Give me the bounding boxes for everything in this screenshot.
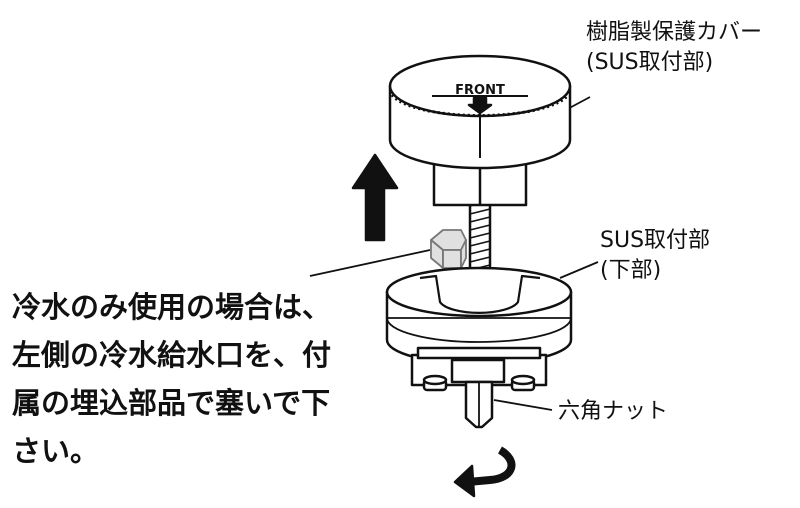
bolt-right — [510, 374, 536, 392]
front-marking: FRONT — [455, 83, 505, 98]
instruction-line-1: 冷水のみ使用の場合は、 — [12, 290, 332, 324]
leader-line-part — [309, 249, 431, 277]
lower-sus-mount — [385, 266, 573, 366]
label-resin-cover-line2: (SUS取付部) — [586, 50, 714, 75]
bolt-left — [422, 374, 448, 392]
leader-line-lower — [559, 261, 599, 279]
leader-line-nut — [493, 399, 553, 411]
resin-protective-cover: FRONT — [388, 54, 572, 207]
embedded-plug-part — [430, 229, 467, 269]
instruction-line-4: さい。 — [12, 434, 100, 468]
label-resin-cover: 樹脂製保護カバー (SUS取付部) — [586, 18, 762, 78]
label-sus-lower: SUS取付部 (下部) — [600, 226, 710, 286]
instruction-line-2: 左側の冷水給水口を、付 — [12, 338, 332, 372]
label-sus-lower-line1: SUS取付部 — [600, 228, 711, 253]
instruction-text: 冷水のみ使用の場合は、 左側の冷水給水口を、付 属の埋込部品で塞いで下 さい。 — [12, 283, 412, 475]
label-sus-lower-line2: (下部) — [600, 258, 662, 283]
hex-nut — [464, 380, 494, 429]
instruction-line-3: 属の埋込部品で塞いで下 — [12, 386, 331, 420]
rotate-arrow-icon — [453, 446, 516, 498]
up-arrow-icon — [351, 153, 399, 242]
label-resin-cover-line1: 樹脂製保護カバー — [586, 20, 763, 45]
label-hex-nut: 六角ナット — [558, 399, 669, 424]
front-arrow-icon — [467, 96, 493, 115]
